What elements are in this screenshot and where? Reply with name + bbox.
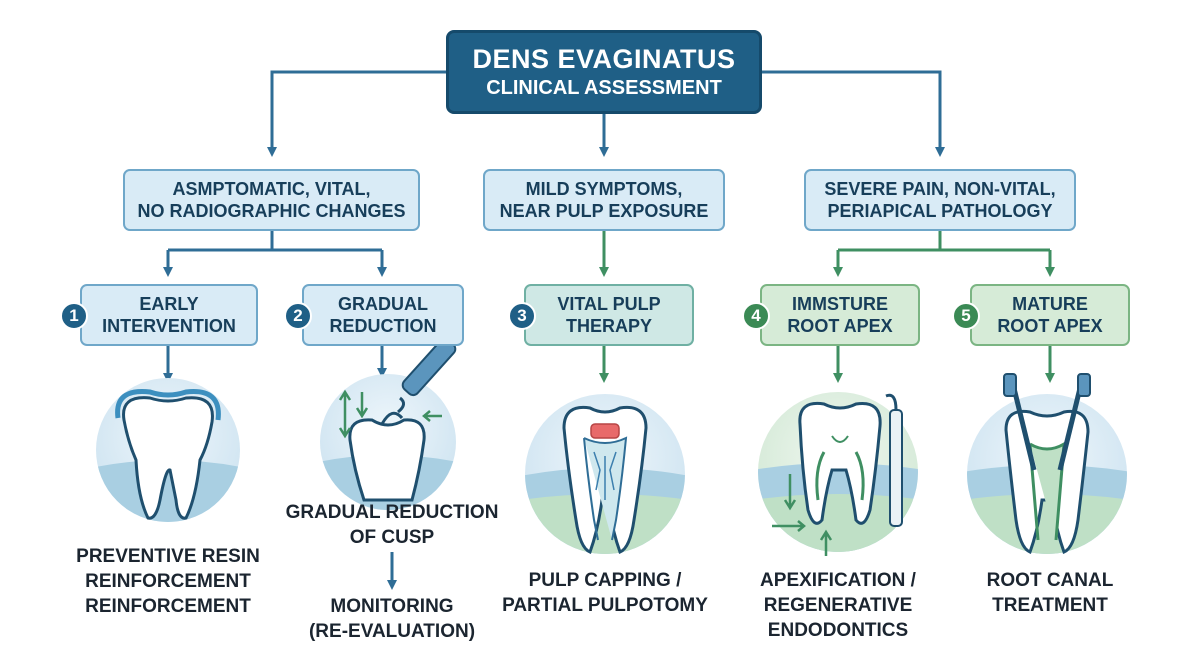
- tooth-illustration-2: [320, 337, 457, 510]
- step-1-line1: EARLY: [139, 294, 199, 314]
- title-box: DENS EVAGINATUS CLINICAL ASSESSMENT: [446, 30, 762, 114]
- step-2-line2: REDUCTION: [329, 316, 437, 336]
- followup-label: MONITORING (RE-EVALUATION): [292, 594, 492, 644]
- condition-box-1: ASMPTOMATIC, VITAL, NO RADIOGRAPHIC CHAN…: [123, 169, 420, 231]
- step-5-line2: ROOT APEX: [997, 316, 1103, 336]
- outcome-1-line1: PREVENTIVE RESIN: [76, 546, 260, 567]
- step-box-5: MATURE ROOT APEX: [970, 284, 1130, 346]
- title-line1: DENS EVAGINATUS: [472, 44, 736, 74]
- outcome-3-line2: PARTIAL PULPOTOMY: [502, 595, 708, 616]
- tooth-illustration-5: [967, 373, 1127, 554]
- title-line2: CLINICAL ASSESSMENT: [486, 77, 722, 99]
- outcome-4-line1: APEXIFICATION /: [760, 570, 916, 591]
- outcome-4-line3: ENDODONTICS: [767, 620, 909, 641]
- step-1-line2: INTERVENTION: [102, 316, 236, 336]
- outcome-2-line1: GRADUAL REDUCTION: [285, 502, 499, 523]
- condition-3-line2: PERIAPICAL PATHOLOGY: [827, 201, 1053, 221]
- tooth-illustration-4: [758, 392, 918, 556]
- step-badge-5: 5: [952, 302, 980, 330]
- outcome-3-line1: PULP CAPPING /: [528, 570, 682, 591]
- condition-connectors: [163, 231, 1055, 277]
- step-box-2: GRADUAL REDUCTION: [302, 284, 464, 346]
- step-4-line2: ROOT APEX: [787, 316, 893, 336]
- step-box-4: IMMSTURE ROOT APEX: [760, 284, 920, 346]
- outcome-4-line2: REGENERATIVE: [763, 595, 913, 616]
- outcome-5-line2: TREATMENT: [992, 595, 1108, 616]
- connector-title-right: [762, 70, 945, 157]
- step-3-line1: VITAL PULP: [557, 294, 661, 314]
- outcome-label-5: ROOT CANAL TREATMENT: [960, 568, 1140, 618]
- condition-2-line2: NEAR PULP EXPOSURE: [499, 201, 709, 221]
- connector-title-left: [267, 70, 446, 157]
- condition-1-line2: NO RADIOGRAPHIC CHANGES: [137, 201, 406, 221]
- condition-box-2: MILD SYMPTOMS, NEAR PULP EXPOSURE: [483, 169, 725, 231]
- followup-line1: MONITORING: [330, 596, 454, 617]
- step-badge-2: 2: [284, 302, 312, 330]
- outcome-2-line2: OF CUSP: [349, 527, 435, 548]
- step-box-3: VITAL PULP THERAPY: [524, 284, 694, 346]
- tooth-illustration-1: [96, 378, 240, 522]
- condition-2-line1: MILD SYMPTOMS,: [525, 179, 683, 199]
- outcome-label-4: APEXIFICATION / REGENERATIVE ENDODONTICS: [738, 568, 938, 643]
- condition-1-line1: ASMPTOMATIC, VITAL,: [172, 179, 371, 199]
- step-box-1: EARLY INTERVENTION: [80, 284, 258, 346]
- outcome-label-1: PREVENTIVE RESIN REINFORCEMENT REINFORCE…: [30, 544, 306, 619]
- connector-cond1-split: [168, 231, 382, 252]
- step-badge-3: 3: [508, 302, 536, 330]
- condition-box-3: SEVERE PAIN, NON-VITAL, PERIAPICAL PATHO…: [804, 169, 1076, 231]
- step-connectors: [163, 346, 1055, 590]
- step-4-line1: IMMSTURE: [792, 294, 888, 314]
- followup-line2: (RE-EVALUATION): [308, 621, 476, 642]
- step-badge-4: 4: [742, 302, 770, 330]
- outcome-1-line2: REINFORCEMENT: [85, 571, 251, 592]
- step-badge-1: 1: [60, 302, 88, 330]
- outcome-1-line3: REINFORCEMENT: [85, 596, 251, 617]
- outcome-label-2: GRADUAL REDUCTION OF CUSP: [262, 500, 522, 550]
- outcome-5-line1: ROOT CANAL: [986, 570, 1114, 591]
- step-3-line2: THERAPY: [565, 316, 652, 336]
- condition-3-line1: SEVERE PAIN, NON-VITAL,: [824, 179, 1056, 199]
- connector-cond3-split: [838, 231, 1050, 252]
- step-5-line1: MATURE: [1012, 294, 1088, 314]
- outcome-label-3: PULP CAPPING / PARTIAL PULPOTOMY: [500, 568, 710, 618]
- title-connectors: [267, 70, 945, 157]
- step-2-line1: GRADUAL: [338, 294, 428, 314]
- tooth-illustration-3: [525, 394, 685, 554]
